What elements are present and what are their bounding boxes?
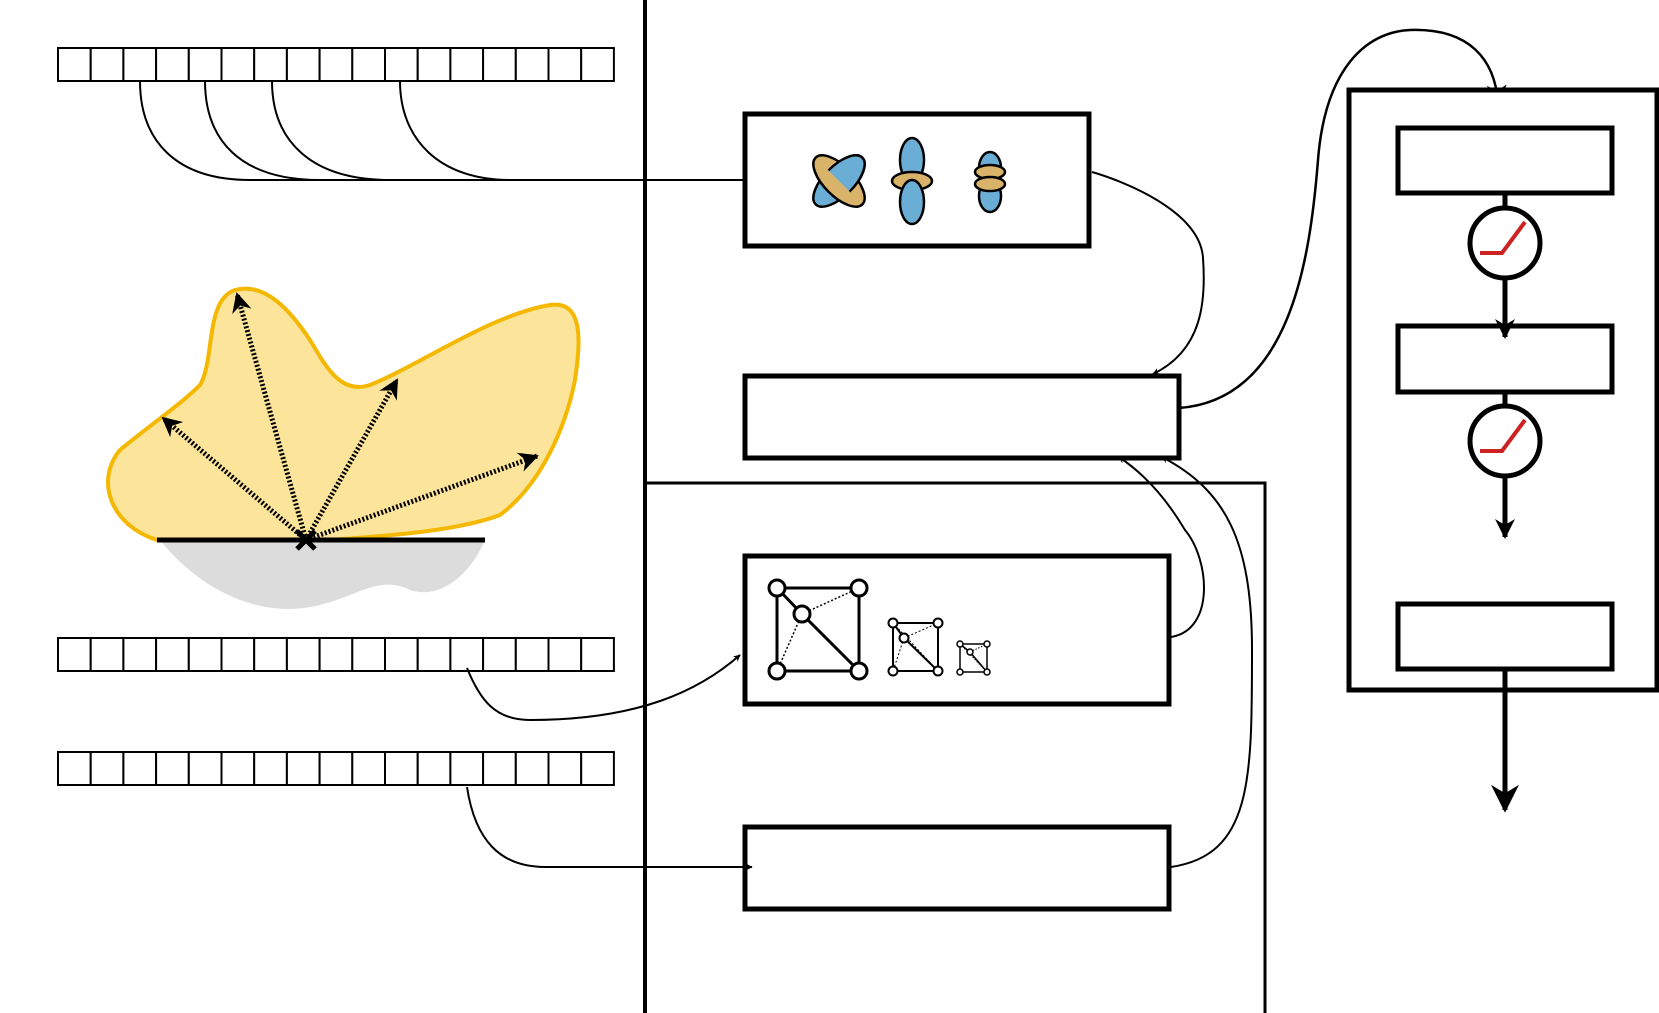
d-orbital-icon: [812, 154, 866, 208]
sequence-cell: [514, 47, 550, 82]
sequence-cell: [416, 637, 452, 672]
bottom-input-block: [742, 824, 1172, 912]
mlp-layer-1: [1395, 125, 1615, 196]
sequence-cell: [351, 637, 386, 672]
sequence-cell: [187, 751, 223, 786]
sequence-cell: [187, 47, 223, 82]
sequence-cell: [89, 47, 125, 82]
sequence-cell: [514, 637, 550, 672]
mesh-small-icon: [956, 640, 991, 676]
sequence-cell: [416, 751, 452, 786]
sequence-middle: [57, 637, 615, 672]
sequence-cell: [89, 637, 125, 672]
sequence-cell: [57, 751, 92, 786]
sequence-cell: [547, 47, 583, 82]
p-orbital-icon: [890, 136, 934, 226]
sequence-cell: [318, 751, 354, 786]
sequence-cell: [514, 751, 550, 786]
mlp-layer-3: [1395, 601, 1615, 672]
sequence-bottom: [57, 751, 615, 786]
aggregation-block: [742, 373, 1182, 461]
sequence-cell: [122, 751, 158, 786]
mesh-large-icon: [767, 578, 869, 681]
relu-activation-icon: [1467, 403, 1543, 479]
sequence-cell: [57, 47, 92, 82]
sequence-cell: [416, 47, 452, 82]
sequence-cell: [122, 47, 158, 82]
center-connectors: [466, 28, 1507, 871]
sequence-top: [57, 47, 615, 82]
sequence-cell: [384, 47, 419, 82]
sequence-cell: [449, 751, 485, 786]
sequence-cell: [155, 751, 190, 786]
sequence-cell: [580, 751, 615, 786]
directional-lobe-icon: [106, 286, 581, 609]
sequence-cell: [351, 751, 386, 786]
sequence-cell: [187, 637, 223, 672]
lower-section-frame: [645, 481, 1267, 1013]
dz2-orbital-icon: [973, 150, 1007, 214]
sequence-cell: [122, 637, 158, 672]
sequence-cell: [482, 637, 517, 672]
sequence-cell: [89, 751, 125, 786]
sequence-cell: [351, 47, 386, 82]
sequence-cell: [253, 751, 288, 786]
sequence-cell: [449, 637, 485, 672]
sequence-cell: [449, 47, 485, 82]
relu-activation-icon: [1467, 205, 1543, 281]
sequence-cell: [580, 637, 615, 672]
sequence-cell: [155, 47, 190, 82]
sequence-cell: [318, 47, 354, 82]
sequence-cell: [547, 637, 583, 672]
sequence-cell: [57, 637, 92, 672]
sequence-cell: [482, 47, 517, 82]
sequence-cell: [482, 751, 517, 786]
sequence-cell: [220, 751, 256, 786]
sequence-cell: [580, 47, 615, 82]
sequence-cell: [384, 637, 419, 672]
sequence-cell: [384, 751, 419, 786]
sequence-cell: [220, 637, 256, 672]
sequence-cell: [285, 47, 321, 82]
sequence-cell: [253, 47, 288, 82]
mesh-block: [742, 553, 1172, 707]
sequence-cell: [285, 751, 321, 786]
sequence-cell: [547, 751, 583, 786]
sequence-cell: [155, 637, 190, 672]
sequence-cell: [253, 637, 288, 672]
sequence-cell: [220, 47, 256, 82]
sequence-cell: [318, 637, 354, 672]
sequence-top-connectors: [139, 80, 753, 184]
sequence-cell: [285, 637, 321, 672]
mesh-medium-icon: [887, 617, 944, 677]
